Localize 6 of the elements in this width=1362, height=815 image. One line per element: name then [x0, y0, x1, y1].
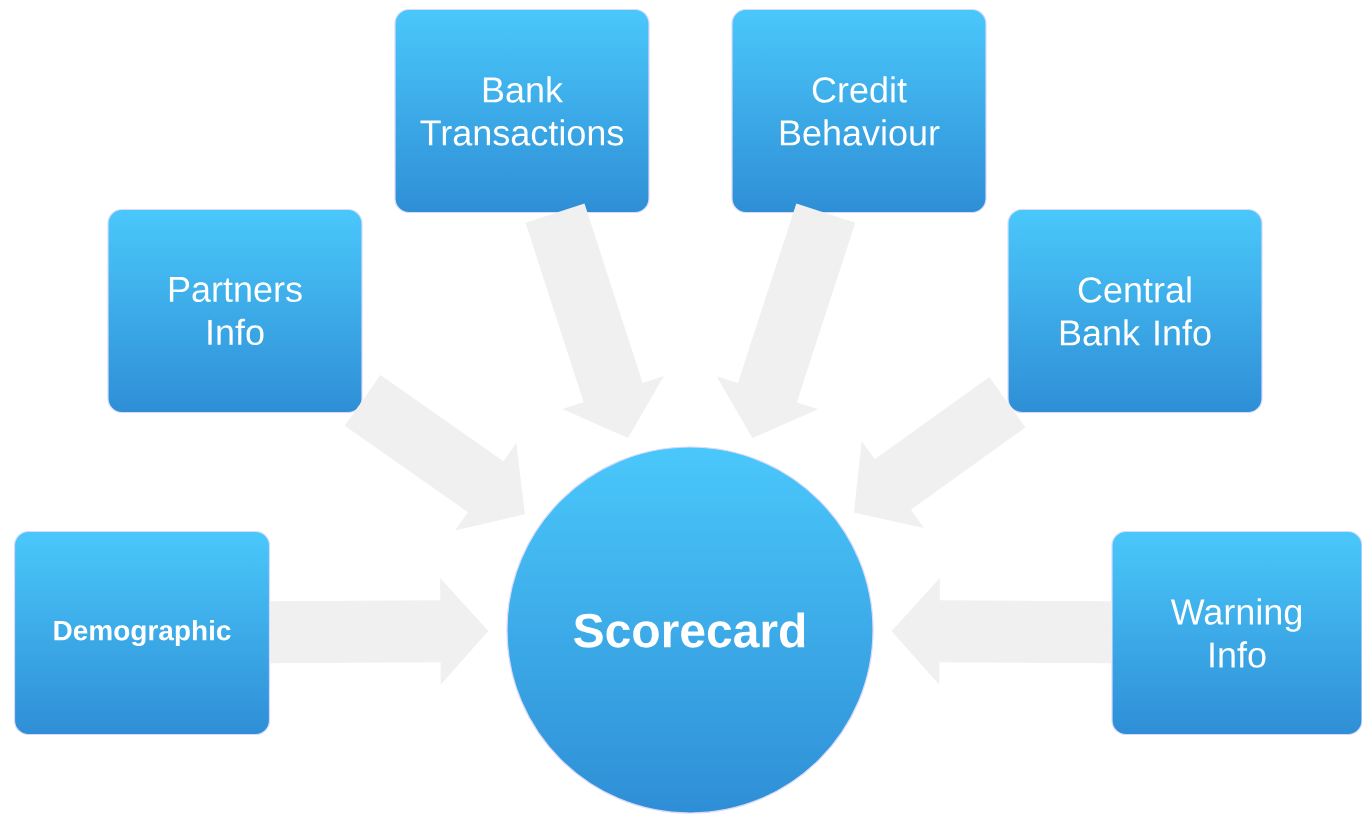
process-box: Central Bank Info	[1007, 208, 1263, 414]
process-box: Credit Behaviour	[731, 8, 987, 214]
process-box: Partners Info	[107, 208, 363, 414]
process-box: Demographic	[13, 530, 271, 736]
process-box: Warning Info	[1111, 530, 1362, 736]
process-box: Bank Transactions	[394, 8, 650, 214]
